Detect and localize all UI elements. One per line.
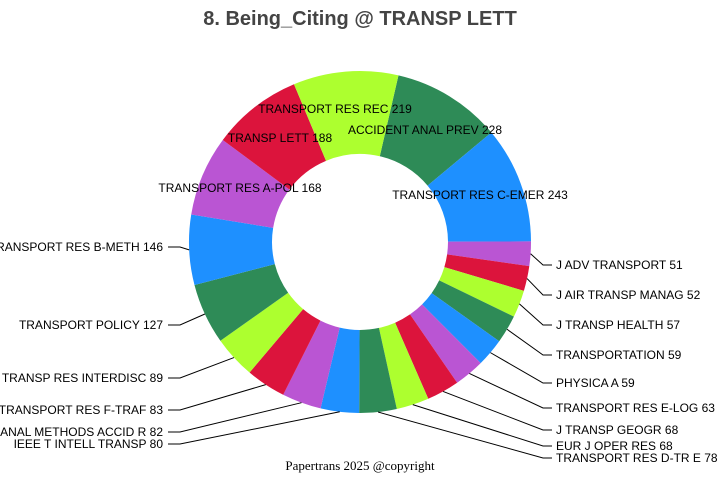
slice-label: ANAL METHODS ACCID R 82 — [0, 425, 163, 439]
slice-transport-res-rec — [293, 71, 399, 161]
slices — [189, 71, 531, 413]
slice-transport-res-d-tr-e — [359, 327, 397, 413]
slice-label: J TRANSP GEOGR 68 — [556, 423, 679, 437]
slice-transport-res-a-pol — [191, 139, 290, 228]
leader-line — [168, 357, 235, 379]
leader-line — [168, 411, 340, 445]
slice-accident-anal-prev — [379, 75, 492, 186]
leader-line — [530, 253, 552, 266]
slice-transp-res-interdisc — [220, 292, 304, 373]
slice-label: TRANSP RES INTERDISC 89 — [2, 371, 163, 385]
slice-transport-res-c-emer — [427, 132, 531, 242]
slice-label: TRANSPORT RES D-TR E 78 — [556, 451, 718, 465]
leader-line — [469, 373, 552, 409]
slice-label: J ADV TRANSPORT 51 — [556, 258, 683, 272]
slice-label: EUR J OPER RES 68 — [556, 439, 673, 453]
slice-transport-res-f-traf — [249, 309, 321, 395]
slice-label: TRANSPORT RES A-POL 168 — [158, 181, 321, 195]
slice-label: TRANSPORT RES C-EMER 243 — [392, 188, 568, 202]
slice-label: J TRANSP HEALTH 57 — [556, 318, 680, 332]
leader-line — [168, 402, 302, 433]
slice-label: TRANSPORT RES B-METH 146 — [0, 240, 163, 254]
leader-line — [490, 352, 552, 384]
slice-transport-res-e-log — [409, 304, 481, 383]
leader-line — [526, 278, 552, 296]
slice-label: TRANSP LETT 188 — [228, 131, 333, 145]
chart-title: 8. Being_Citing @ TRANSP LETT — [203, 8, 517, 30]
slice-label: ACCIDENT ANAL PREV 228 — [348, 123, 502, 137]
leader-line — [519, 303, 552, 326]
leader-line — [412, 404, 552, 447]
slice-label: TRANSPORT POLICY 127 — [19, 318, 163, 332]
slice-label: PHYSICA A 59 — [556, 376, 635, 390]
slice-physica-a — [422, 293, 500, 364]
slice-j-transp-geogr — [395, 314, 458, 399]
slice-j-air-transp-manag — [444, 254, 530, 291]
slice-j-transp-health — [439, 267, 524, 317]
slice-label: J AIR TRANSP MANAG 52 — [556, 288, 701, 302]
slice-label: IEEE T INTELL TRANSP 80 — [14, 437, 164, 451]
slice-label: TRANSPORT RES REC 219 — [258, 102, 412, 116]
slice-transport-res-b-meth — [189, 214, 275, 285]
slice-ieee-t-intell-transp — [320, 327, 360, 413]
leader-line — [506, 328, 552, 356]
leader-line — [168, 384, 266, 411]
leader-line — [442, 390, 552, 431]
slice-transp-lett — [222, 84, 327, 190]
slice-j-adv-transport — [447, 241, 531, 267]
slice-label: TRANSPORTATION 59 — [556, 348, 682, 362]
slice-anal-methods-accid-r — [283, 320, 340, 409]
slice-transport-policy — [194, 264, 289, 341]
footer-copyright: Papertrans 2025 @copyright — [285, 458, 435, 473]
slice-label: TRANSPORT RES F-TRAF 83 — [0, 403, 163, 417]
slice-eur-j-oper-res — [378, 322, 429, 409]
leader-line — [377, 411, 552, 459]
slice-transportation — [431, 280, 514, 342]
leader-line — [168, 246, 190, 251]
slice-label: TRANSPORT RES E-LOG 63 — [556, 401, 715, 415]
leader-line — [168, 313, 206, 326]
